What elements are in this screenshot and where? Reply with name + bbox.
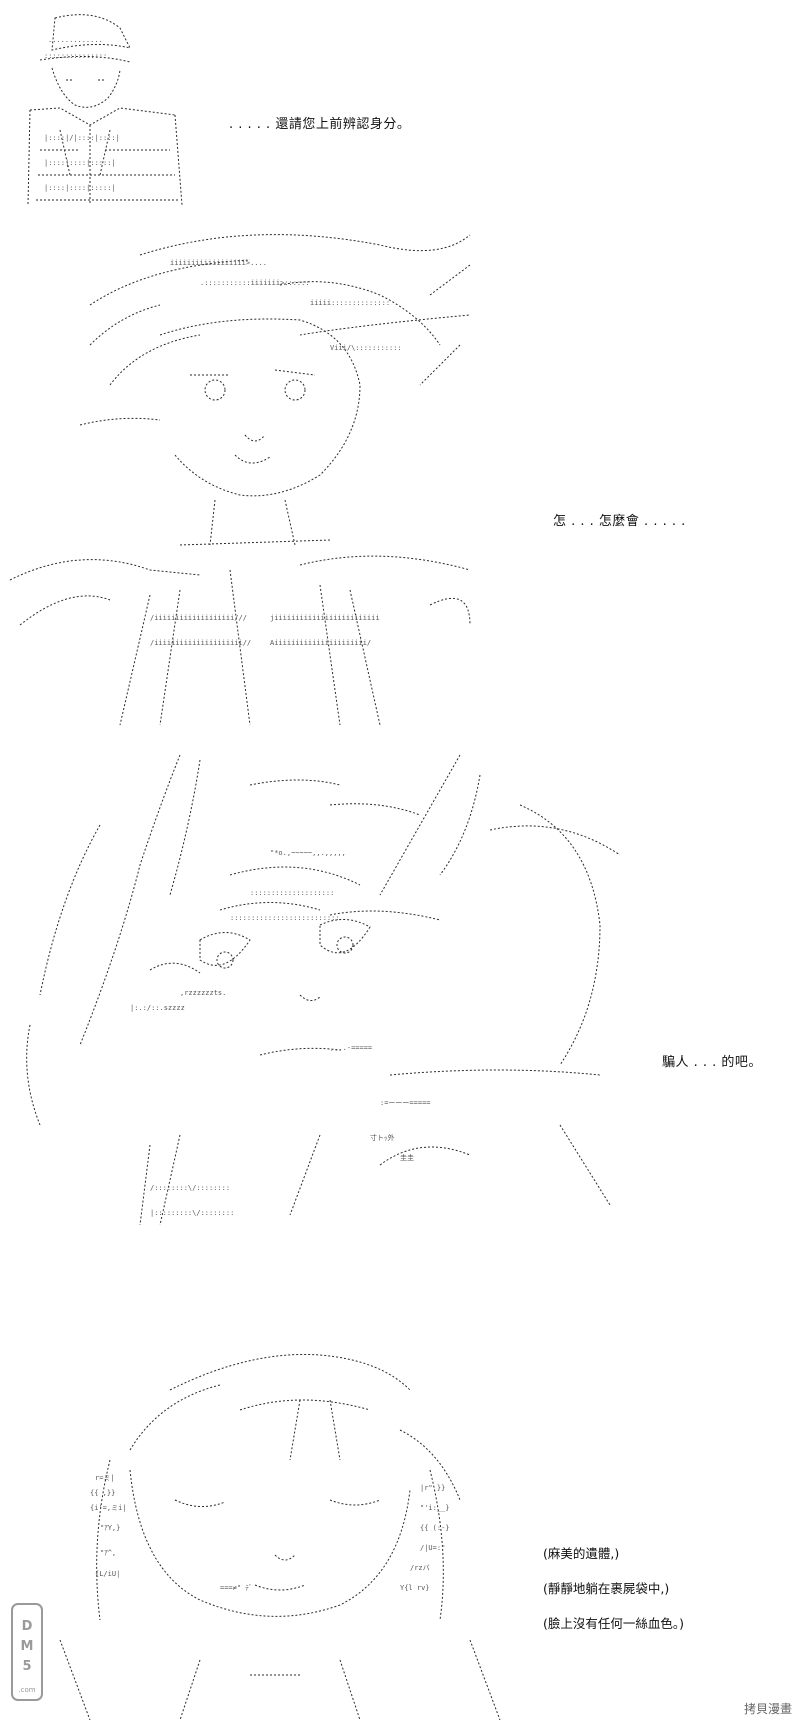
svg-text:/iiiiiiiiiiiiiiiiiii///: /iiiiiiiiiiiiiiiiiii///	[150, 614, 247, 622]
panel-shocked-girl: iiiiiiiiiiiiiiiiii>.... .:::::::::::iiii…	[0, 225, 800, 745]
panel-officer: ............. ::::::::::::::: |::::|/|::…	[0, 0, 800, 220]
svg-text:,rzzzzzzts.: ,rzzzzzzts.	[180, 989, 226, 997]
shocked-girl-ascii-art: iiiiiiiiiiiiiiiiii>.... .:::::::::::iiii…	[9, 234, 471, 726]
svg-text:iiiii::::::::::::::: iiiii::::::::::::::	[310, 299, 390, 307]
svg-text:.:::::::::::iiiiiii>::::::: .:::::::::::iiiiiii>::::::	[200, 279, 310, 287]
svg-text:,,,.-=====: ,,,.-=====	[330, 1044, 372, 1052]
svg-text:.............: .............	[48, 36, 103, 44]
caption-line-1: (麻美的遺體,)	[543, 1546, 620, 1561]
svg-text:|::::|::::|:::::|: |::::|::::|:::::|	[44, 184, 116, 192]
svg-text:/iiiiiiiiiiiiiiiiiiiii//: /iiiiiiiiiiiiiiiiiiiii//	[150, 639, 251, 647]
svg-text::::::::::::::::: :::::::::::::::	[44, 52, 107, 60]
svg-text:"ｱY,}: "ｱY,}	[100, 1524, 120, 1532]
dm5-logo-watermark: D M 5 .com	[11, 1603, 43, 1701]
svg-text:|:::::::::\/::::::::: |:::::::::\/::::::::	[150, 1209, 234, 1217]
svg-text:.com: .com	[18, 1686, 35, 1694]
svg-text:圭圭: 圭圭	[400, 1153, 414, 1162]
svg-text:::::::::::::::::::::::::::: ::::::::::::::::::::::::::	[230, 914, 340, 922]
svg-text:{L/iU|: {L/iU|	[95, 1570, 120, 1578]
dialog-disbelief: 騙人 . . . 的吧。	[662, 1055, 762, 1070]
panel-deceased: r=ミ| {{ ,}} {i'=,ミi| "ｱY,} "ｱ^, {L/iU| |…	[0, 1340, 800, 1724]
dialog-officer: . . . . . 還請您上前辨認身分。	[229, 117, 411, 132]
svg-text:D: D	[22, 1619, 33, 1634]
officer-ascii-art: ............. ::::::::::::::: |::::|/|::…	[27, 14, 183, 206]
svg-text:|r" }}: |r" }}	[420, 1484, 445, 1492]
closeup-ascii-art: "*o.,~~~~~,,.,,,,, :::::::::::::::::::: …	[26, 754, 621, 1226]
svg-text:{{ (:-}: {{ (:-}	[420, 1524, 450, 1532]
svg-text:Y{l rv}: Y{l rv}	[400, 1584, 430, 1592]
svg-text:5: 5	[22, 1659, 31, 1674]
svg-text:Viii/\:::::::::::: Viii/\:::::::::::	[330, 344, 402, 352]
svg-text:"ｱ^,: "ｱ^,	[100, 1549, 116, 1557]
svg-text:"*o.,~~~~~,,.,,,,,: "*o.,~~~~~,,.,,,,,	[270, 849, 346, 857]
svg-text:|:.:/::.szzzz: |:.:/::.szzzz	[130, 1004, 185, 1012]
svg-text:{i'=,ミi|: {i'=,ミi|	[90, 1504, 127, 1512]
svg-text::=ーーー=====: :=ーーー=====	[380, 1099, 431, 1107]
copy-manga-watermark: 拷貝漫畫	[743, 1702, 792, 1716]
caption-line-2: (靜靜地躺在裹屍袋中,)	[543, 1581, 670, 1596]
svg-text:|::::|/|::::|::::|: |::::|/|::::|::::|	[44, 134, 120, 142]
svg-text:===≠" ﾃﾞ: ===≠" ﾃﾞ	[220, 1584, 252, 1592]
svg-text:/|U=:": /|U=:"	[420, 1544, 445, 1552]
svg-text:/::::::::\/::::::::: /::::::::\/::::::::	[150, 1184, 230, 1192]
svg-text:jiiiiiiiiiiiiiiiiiiiiiiiii: jiiiiiiiiiiiiiiiiiiiiiiiii	[270, 614, 380, 622]
svg-text:Aiiiiiiiiiiiiiiiiiiiiii/: Aiiiiiiiiiiiiiiiiiiiiii/	[270, 639, 371, 647]
svg-text:r=ミ|: r=ミ|	[95, 1474, 115, 1482]
svg-text:iiiiiiiiiiiiiiiiii>....: iiiiiiiiiiiiiiiiii>....	[170, 259, 267, 267]
dialog-shocked: 怎 . . . 怎麼會 . . . . .	[553, 514, 686, 529]
caption-line-3: (臉上沒有任何一絲血色。)	[543, 1616, 685, 1631]
svg-text:M: M	[21, 1639, 34, 1654]
caption-stack: (麻美的遺體,) (靜靜地躺在裹屍袋中,) (臉上沒有任何一絲血色。)	[543, 1543, 684, 1648]
panel-closeup: "*o.,~~~~~,,.,,,,, :::::::::::::::::::: …	[0, 745, 800, 1335]
deceased-ascii-art: r=ミ| {{ ,}} {i'=,ミi| "ｱY,} "ｱ^, {L/iU| |…	[59, 1353, 501, 1721]
svg-text:::::::::::::::::::::: ::::::::::::::::::::	[250, 889, 334, 897]
svg-text:/rzバ: /rzバ	[410, 1564, 430, 1572]
svg-text:"'i:__}: "'i:__}	[420, 1504, 450, 1512]
svg-text:{{ ,}}: {{ ,}}	[90, 1489, 115, 1497]
svg-text:寸トｯ外: 寸トｯ外	[370, 1133, 395, 1142]
svg-text:|::::|::::|:::::|: |::::|::::|:::::|	[44, 159, 116, 167]
